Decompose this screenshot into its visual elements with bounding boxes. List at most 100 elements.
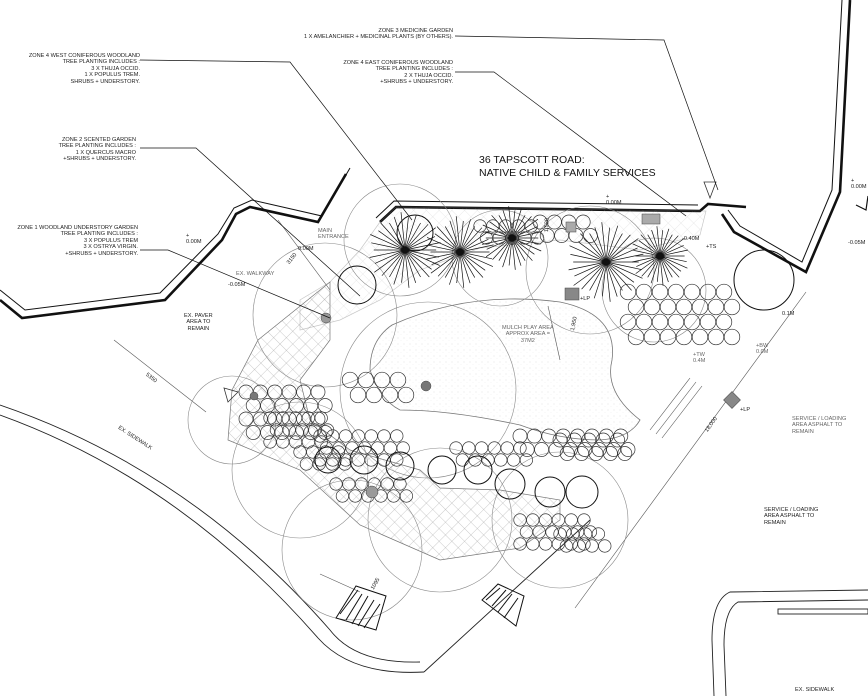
shrub-symbol (274, 425, 290, 440)
shrub-symbol (314, 411, 328, 425)
shrub-symbol (526, 537, 540, 551)
mulch-play-area-label: MULCH PLAY AREA APPROX AREA = 37M2 (502, 325, 554, 344)
shrub-symbol (281, 384, 297, 400)
shrub-symbol (396, 441, 410, 455)
shrub-symbol (358, 441, 372, 455)
zone1-note-line: ZONE 1 WOODLAND UNDERSTORY GARDEN (17, 225, 138, 231)
elevation-value: 0.00m (851, 184, 867, 191)
shrub-symbol (289, 398, 304, 413)
zone4-west-note: ZONE 4 WEST CONIFEROUS WOODLAND TREE PLA… (29, 53, 140, 85)
main-entrance-line: ENTRANCE (318, 234, 349, 241)
shrub-symbol (507, 453, 521, 467)
shrub-symbol (548, 442, 564, 457)
mulch-play-line: 37M2 (520, 337, 535, 344)
shrub-symbol (552, 432, 568, 448)
elevation-lp2: +LP (740, 407, 751, 413)
dimension-1520: 1,520 (544, 218, 551, 233)
shrub-symbol (619, 283, 637, 301)
shrub-symbol (296, 411, 311, 427)
shrub-symbol (524, 219, 538, 233)
elevation-value: 0.0m (756, 349, 769, 356)
shrub-symbol (577, 442, 593, 457)
elevation-top-right: +0.00m (851, 178, 867, 191)
zone4-west-note-line: 3 x THUJA OCCID. (91, 65, 140, 72)
shrub-symbol (591, 442, 607, 457)
elevation-step: -0.40m (682, 236, 700, 242)
ex-paver-line: REMAIN (187, 325, 210, 332)
shrub-symbol (383, 441, 397, 455)
zone4-west-note-line: 1 X POPULUS TREM. (84, 72, 140, 79)
service-loading-label-2: SERVICE / LOADING AREA ASPHALT TO REMAIN (764, 507, 818, 526)
shrub-symbol (494, 453, 508, 467)
ex-walkway-label: EX. WALKWAY (236, 271, 275, 277)
shrub-symbol (635, 283, 653, 301)
shrub-symbol (390, 453, 404, 467)
shrub-symbol (591, 527, 605, 541)
shrub-symbol (393, 477, 407, 491)
project-title: 36 TAPSCOTT ROAD: NATIVE CHILD & FAMILY … (479, 154, 656, 179)
shrub-symbol (462, 441, 476, 455)
zone3-note-line: ZONE 3 MEDICINE GARDEN (378, 28, 453, 34)
shrub-symbol (564, 513, 578, 527)
elevation-walkway: -0.05m (228, 282, 246, 288)
mulch-play-line: APPROX AREA = (505, 331, 551, 338)
elevation-value: 0.4m (693, 358, 706, 365)
mulch-play-area (369, 298, 641, 441)
zone4-east-note-line: TREE PLANTING INCLUDES : (375, 66, 453, 73)
shrub-symbol (317, 398, 333, 413)
shrub-symbol (659, 328, 677, 346)
shrub-symbol (245, 425, 261, 440)
shrub-symbol (310, 411, 326, 427)
shrub-symbol (351, 429, 365, 443)
ramp (649, 377, 703, 439)
zone2-note-line: 1 X QUERCUS MACRO (75, 149, 136, 156)
conifer-tree-symbol (631, 226, 689, 286)
shrub-symbol (577, 513, 591, 527)
shrub-symbol (532, 214, 548, 230)
hatched-paver-areas (227, 206, 707, 561)
shrub-symbol (399, 489, 413, 503)
elevation-entrance: 0.00m (298, 246, 314, 252)
bench-wedges (335, 583, 525, 631)
site-furnishings (249, 213, 741, 499)
shrub-symbol (390, 429, 404, 443)
shrub-symbol (339, 429, 353, 443)
ex-paver-label: EX. PAVER AREA TO REMAIN (184, 313, 213, 332)
shrub-symbol (715, 283, 733, 301)
service-loading-line: AREA ASPHALT TO (764, 513, 815, 520)
elevation-value: +TW (693, 352, 705, 358)
shrub-symbol (715, 313, 733, 331)
shrub-symbol (310, 384, 326, 400)
shrub-symbol (238, 411, 254, 427)
shrub-symbol (289, 425, 304, 440)
shrub-symbol (274, 398, 290, 413)
conifer-tree-symbol (568, 222, 644, 302)
shrub-symbol (588, 446, 604, 461)
shrub-symbol (683, 283, 701, 301)
elevation-lp1: +LP (580, 296, 591, 302)
zone1-note: ZONE 1 WOODLAND UNDERSTORY GARDEN TREE P… (17, 225, 138, 257)
mulch-play-line: MULCH PLAY AREA (502, 325, 554, 331)
zone1-note-line: 3 x POPULUS TREM (84, 237, 138, 244)
deciduous-trees (314, 214, 795, 509)
shrub-symbol (667, 313, 685, 331)
shrub-symbol (585, 539, 599, 553)
zone4-west-note-line: TREE PLANTING INCLUDES : (62, 59, 140, 66)
sidewalk-curb-left (0, 404, 425, 673)
zone4-west-note-line: SHRUBS + UNDERSTORY. (70, 78, 140, 85)
shrub-symbol (545, 525, 559, 539)
shrub-symbol (599, 428, 614, 444)
shrub-symbol (613, 428, 629, 444)
shrub-symbol (296, 384, 311, 400)
shrub-symbol (553, 527, 567, 541)
elevation-right-edge: -0.05m (848, 240, 866, 246)
service-loading-line: SERVICE / LOADING (764, 507, 819, 513)
shrub-symbol (519, 442, 535, 457)
shrub-symbol (579, 527, 593, 541)
shrub-symbol (341, 371, 359, 389)
ex-paver-line: EX. PAVER (184, 313, 213, 319)
conifer-tree-symbol (482, 206, 542, 270)
shrub-symbol (567, 432, 582, 448)
shrub-symbol (570, 428, 585, 444)
shrub-symbol (619, 313, 637, 331)
